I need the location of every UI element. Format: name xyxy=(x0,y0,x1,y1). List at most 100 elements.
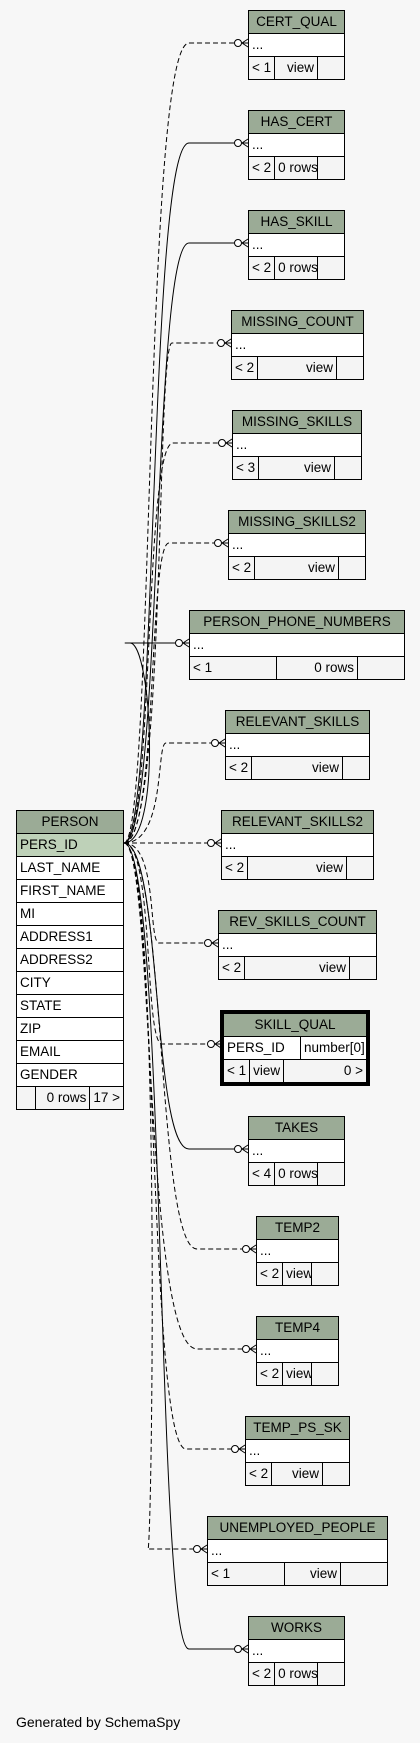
many-marker-person_phone_numbers xyxy=(182,638,190,648)
person-column: CITY xyxy=(17,972,123,995)
table-cert-qual[interactable]: CERT_QUAL ... < 1 view xyxy=(248,10,345,80)
table-takes[interactable]: TAKES ... < 4 0 rows xyxy=(248,1116,345,1186)
person-footer-rows: 0 rows xyxy=(36,1087,91,1109)
zero-marker-missing_count xyxy=(217,339,225,347)
person-column: MI xyxy=(17,903,123,926)
zero-marker-unemployed_people xyxy=(193,1545,201,1553)
table-row: ... xyxy=(257,1340,338,1363)
footer-children xyxy=(347,857,373,879)
table-header: UNEMPLOYED_PEOPLE xyxy=(208,1517,387,1540)
many-marker-temp4 xyxy=(249,1344,257,1354)
table-header: TEMP_PS_SK xyxy=(246,1417,349,1440)
zero-marker-missing_skills xyxy=(218,439,226,447)
relationship-edge-missing_count xyxy=(123,342,217,844)
footer-parents: < 4 xyxy=(249,1163,276,1185)
table-row: ... xyxy=(190,634,404,657)
many-marker-rev_skills_count xyxy=(211,938,219,948)
footer-parents: < 1 xyxy=(224,1060,251,1082)
table-missing-count[interactable]: MISSING_COUNT ... < 2 view xyxy=(231,310,364,380)
many-marker-temp_ps_sk xyxy=(238,1444,246,1454)
person-column: EMAIL xyxy=(17,1041,123,1064)
footer-rows: view xyxy=(248,857,347,879)
table-row: ... xyxy=(208,1540,387,1563)
table-temp4[interactable]: TEMP4 ... < 2 view xyxy=(256,1316,339,1386)
relationship-edge-cert_qual xyxy=(123,42,234,844)
footer-rows: view xyxy=(285,1563,341,1585)
many-marker-cert_qual xyxy=(241,38,249,48)
table-has-cert[interactable]: HAS_CERT ... < 2 0 rows xyxy=(248,110,345,180)
table-row: ... xyxy=(249,1640,344,1663)
person-column: ZIP xyxy=(17,1018,123,1041)
table-relevant-skills2[interactable]: RELEVANT_SKILLS2 ... < 2 view xyxy=(221,810,374,880)
footer-children xyxy=(312,1363,338,1385)
many-marker-unemployed_people xyxy=(200,1544,208,1554)
table-temp-ps-sk[interactable]: TEMP_PS_SK ... < 2 view xyxy=(245,1416,350,1486)
many-marker-temp2 xyxy=(249,1244,257,1254)
zero-marker-temp4 xyxy=(242,1345,250,1353)
footer-rows: view xyxy=(255,557,339,579)
table-relevant-skills[interactable]: RELEVANT_SKILLS ... < 2 view xyxy=(225,710,370,780)
footer-rows: view xyxy=(250,1060,285,1082)
table-row: ... xyxy=(229,534,365,557)
table-header: RELEVANT_SKILLS2 xyxy=(222,811,373,834)
relationship-edge-unemployed_people xyxy=(123,842,193,1550)
zero-marker-temp2 xyxy=(242,1245,250,1253)
table-header: PERSON_PHONE_NUMBERS xyxy=(190,611,404,634)
table-footer: < 2 0 rows xyxy=(249,1663,344,1685)
footer-parents: < 2 xyxy=(226,757,253,779)
table-missing-skills[interactable]: MISSING_SKILLS ... < 3 view xyxy=(232,410,362,480)
column-name: PERS_ID xyxy=(224,1037,301,1059)
table-footer: < 1 view 0 > xyxy=(224,1060,366,1082)
relationship-edge-temp4 xyxy=(123,842,242,1350)
footer-parents: < 1 xyxy=(249,57,276,79)
table-footer: < 1 view xyxy=(249,57,344,79)
relationship-edge-skill_qual xyxy=(123,842,207,1045)
table-skill-qual[interactable]: SKILL_QUAL PERS_ID number[0] < 1 view 0 … xyxy=(221,1011,369,1085)
footer-rows: 0 rows xyxy=(275,1163,318,1185)
zero-marker-temp_ps_sk xyxy=(231,1445,239,1453)
footer-rows: view xyxy=(258,357,337,379)
table-has-skill[interactable]: HAS_SKILL ... < 2 0 rows xyxy=(248,210,345,280)
many-marker-has_cert xyxy=(241,138,249,148)
footer-rows: view xyxy=(275,57,318,79)
footer-rows: 0 rows xyxy=(277,657,358,679)
table-unemployed-people[interactable]: UNEMPLOYED_PEOPLE ... < 1 view xyxy=(207,1516,388,1586)
table-footer: < 2 view xyxy=(232,357,363,379)
table-works[interactable]: WORKS ... < 2 0 rows xyxy=(248,1616,345,1686)
relationship-edge-works xyxy=(123,842,234,1650)
footer-parents: < 2 xyxy=(249,157,276,179)
person-footer-left xyxy=(17,1087,36,1109)
footer-parents: < 2 xyxy=(232,357,259,379)
table-rev-skills-count[interactable]: REV_SKILLS_COUNT ... < 2 view xyxy=(218,910,377,980)
person-table[interactable]: PERSON PERS_ID LAST_NAME FIRST_NAME MI A… xyxy=(16,810,124,1110)
relationship-edge-has_cert xyxy=(123,142,234,844)
table-temp2[interactable]: TEMP2 ... < 2 view xyxy=(256,1216,339,1286)
zero-marker-missing_skills2 xyxy=(214,539,222,547)
table-row: ... xyxy=(232,334,363,357)
zero-marker-has_cert xyxy=(234,139,242,147)
table-header: WORKS xyxy=(249,1617,344,1640)
table-missing-skills2[interactable]: MISSING_SKILLS2 ... < 2 view xyxy=(228,510,366,580)
person-table-header: PERSON xyxy=(17,811,123,834)
table-header: TEMP4 xyxy=(257,1317,338,1340)
table-header: TEMP2 xyxy=(257,1217,338,1240)
zero-marker-skill_qual xyxy=(207,1040,215,1048)
table-row: ... xyxy=(226,734,369,757)
table-header: HAS_SKILL xyxy=(249,211,344,234)
footer-children xyxy=(350,957,376,979)
table-footer: < 2 view xyxy=(222,857,373,879)
footer-parents: < 1 xyxy=(208,1563,285,1585)
footer-children xyxy=(318,1163,344,1185)
table-header: REV_SKILLS_COUNT xyxy=(219,911,376,934)
footer-rows: view xyxy=(259,457,335,479)
table-person-phone-numbers[interactable]: PERSON_PHONE_NUMBERS ... < 1 0 rows xyxy=(189,610,405,680)
relationship-edge-relevant_skills xyxy=(123,742,211,844)
relationship-edge-missing_skills xyxy=(123,442,218,844)
table-row: ... xyxy=(257,1240,338,1263)
table-footer: < 2 view xyxy=(257,1363,338,1385)
zero-marker-person_phone_numbers xyxy=(175,639,183,647)
footer-rows: view xyxy=(252,757,343,779)
footer-rows: view xyxy=(245,957,350,979)
footer-rows: view xyxy=(283,1263,312,1285)
